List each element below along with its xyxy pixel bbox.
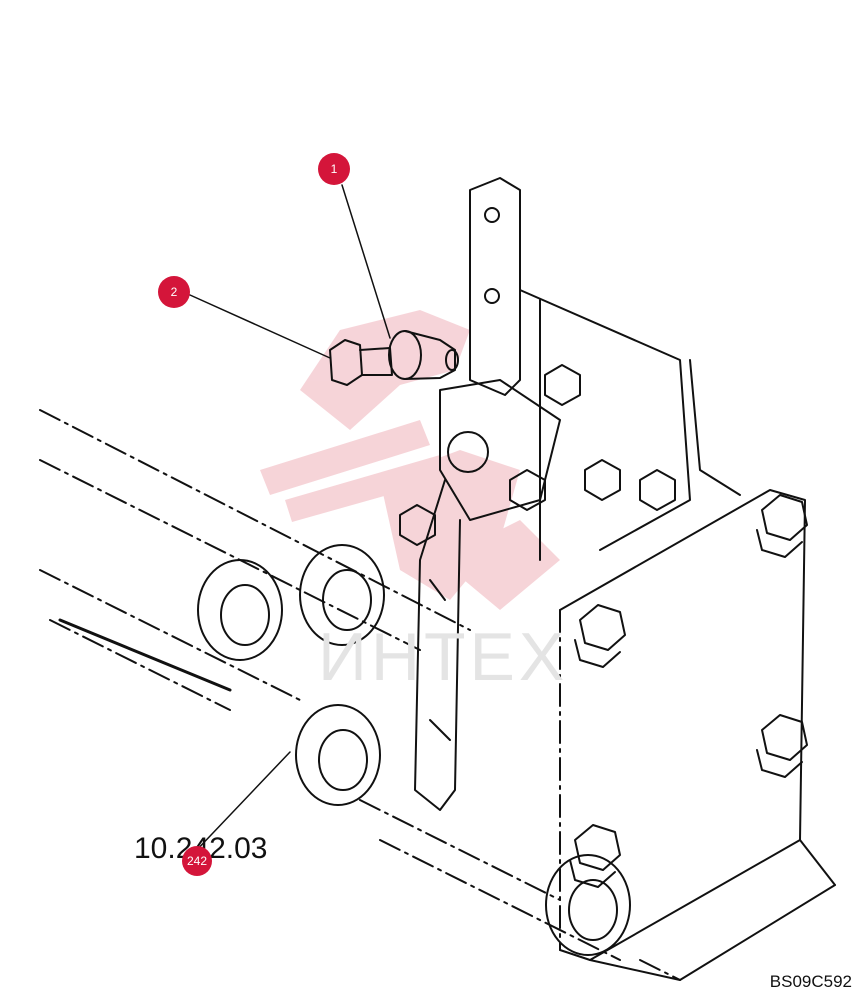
part-1-fitting bbox=[388, 330, 459, 380]
main-housing bbox=[519, 289, 836, 981]
part-2-nut bbox=[329, 339, 393, 386]
watermark-text: ИНТЕХ bbox=[318, 619, 569, 695]
hex-bolt bbox=[574, 604, 626, 668]
round-boss bbox=[295, 704, 381, 806]
round-boss bbox=[197, 559, 283, 661]
round-boss bbox=[299, 544, 385, 646]
hex-bolt bbox=[756, 494, 808, 558]
rail-edge bbox=[58, 618, 232, 692]
hex-nut bbox=[399, 504, 436, 546]
hex-bolt bbox=[756, 714, 808, 778]
hex-nut bbox=[509, 469, 546, 511]
lever-plate bbox=[469, 177, 521, 396]
frame-rail bbox=[39, 409, 681, 981]
linkage-arm bbox=[414, 379, 561, 811]
callout-242[interactable]: 242 bbox=[182, 846, 212, 876]
callout-1[interactable]: 1 bbox=[318, 153, 350, 185]
watermark-logo bbox=[260, 310, 560, 610]
leader-line bbox=[189, 184, 391, 856]
round-boss bbox=[545, 854, 631, 956]
hex-nut bbox=[639, 469, 676, 511]
callout-2[interactable]: 2 bbox=[158, 276, 190, 308]
hex-bolt bbox=[569, 824, 621, 888]
hex-nut bbox=[584, 459, 621, 501]
figure-code: BS09C592 bbox=[769, 972, 852, 991]
hex-nut bbox=[544, 364, 581, 406]
